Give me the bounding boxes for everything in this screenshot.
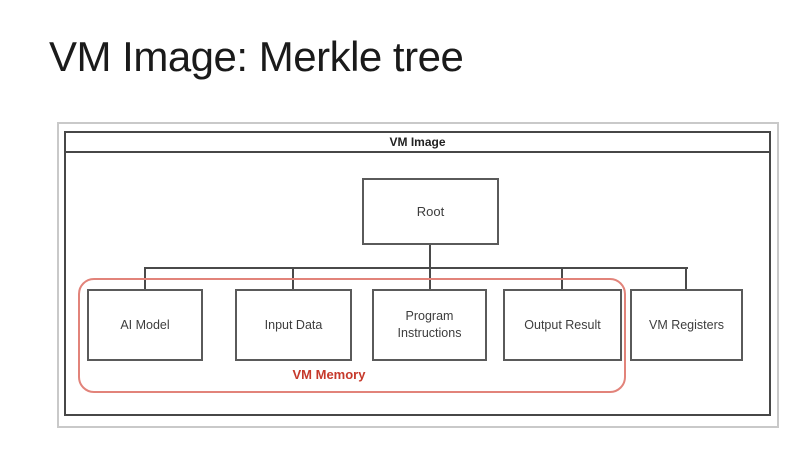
- node-output-result-label: Output Result: [524, 317, 601, 332]
- node-output-result: Output Result: [503, 289, 622, 361]
- connector-horizontal-bus: [145, 267, 688, 269]
- node-root-label: Root: [416, 203, 445, 219]
- node-input-data-label: Input Data: [264, 317, 323, 332]
- connector-root-stem: [429, 245, 431, 268]
- node-ai-model: AI Model: [87, 289, 203, 361]
- vm-image-container-title: VM Image: [66, 133, 769, 153]
- node-input-data: Input Data: [235, 289, 352, 361]
- node-vm-registers-label: VM Registers: [648, 317, 725, 332]
- node-root: Root: [362, 178, 499, 245]
- vm-memory-label: VM Memory: [292, 367, 366, 382]
- node-program-instructions: Program Instructions: [372, 289, 487, 361]
- node-vm-registers: VM Registers: [630, 289, 743, 361]
- node-ai-model-label: AI Model: [120, 317, 170, 332]
- node-program-instructions-label: Program Instructions: [397, 309, 462, 340]
- slide-title: VM Image: Merkle tree: [49, 33, 464, 80]
- connector-drop-vm-registers: [685, 267, 687, 291]
- vm-memory-outline: [78, 278, 626, 393]
